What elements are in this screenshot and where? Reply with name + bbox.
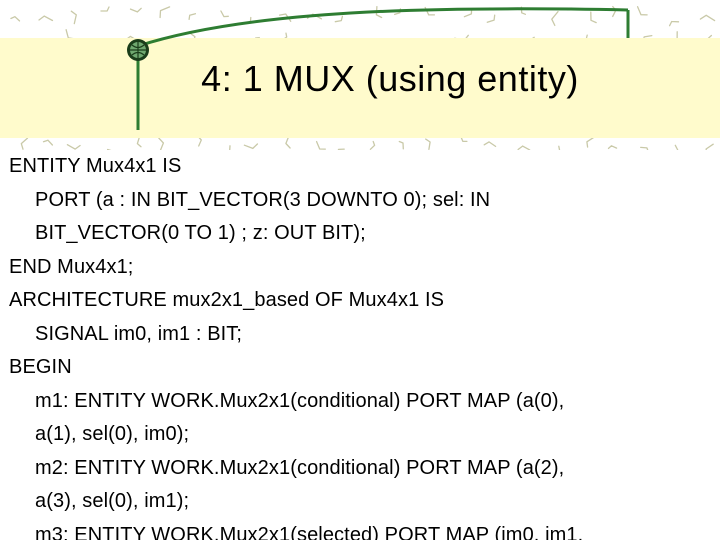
- decorative-swoosh-line: [127, 7, 630, 130]
- pattern-mark: [100, 6, 110, 12]
- pattern-mark: [38, 15, 54, 22]
- code-line: a(1), sel(0), im0);: [35, 423, 190, 445]
- pattern-mark: [20, 137, 29, 150]
- pattern-mark: [315, 140, 326, 150]
- pattern-mark: [42, 139, 54, 146]
- code-line: m2: ENTITY WORK.Mux2x1(conditional) PORT…: [35, 456, 565, 479]
- pattern-mark: [551, 10, 559, 27]
- code-line: m3: ENTITY WORK.Mux2x1(selected) PORT MA…: [35, 523, 584, 540]
- pattern-mark: [70, 10, 77, 25]
- pattern-mark: [699, 14, 716, 22]
- pattern-mark: [129, 7, 142, 13]
- pattern-mark: [486, 14, 496, 23]
- pattern-mark: [483, 141, 497, 148]
- code-body: ENTITY Mux4x1 IS PORT (a : IN BIT_VECTOR…: [0, 150, 720, 540]
- pattern-mark: [136, 136, 142, 148]
- code-line: PORT (a : IN BIT_VECTOR(3 DOWNTO 0); sel…: [35, 188, 491, 211]
- code-line: ARCHITECTURE mux2x1_based OF Mux4x1 IS: [9, 289, 445, 311]
- code-line: END Mux4x1;: [9, 255, 134, 278]
- pattern-mark: [369, 140, 376, 150]
- pattern-mark: [10, 16, 21, 22]
- pattern-mark: [668, 20, 680, 27]
- pattern-mark: [243, 143, 259, 150]
- globe-bullet-icon: [127, 39, 149, 61]
- pattern-mark: [220, 10, 229, 18]
- code-line: a(3), sel(0), im1);: [35, 490, 190, 512]
- pattern-mark: [398, 140, 404, 150]
- pattern-mark: [66, 144, 81, 150]
- pattern-mark: [159, 6, 171, 19]
- code-line: ENTITY Mux4x1 IS: [9, 155, 182, 177]
- code-line: BIT_VECTOR(0 TO 1) ; z: OUT BIT);: [35, 222, 366, 244]
- pattern-mark: [636, 6, 648, 16]
- pattern-mark: [188, 13, 197, 21]
- title-band: [0, 38, 720, 138]
- code-line: m1: ENTITY WORK.Mux2x1(conditional) PORT…: [35, 389, 565, 412]
- pattern-mark: [607, 145, 618, 150]
- pattern-mark: [517, 145, 531, 151]
- pattern-mark: [590, 11, 597, 24]
- pattern-mark: [425, 138, 431, 151]
- pattern-mark: [334, 15, 344, 23]
- code-line: BEGIN: [9, 356, 72, 378]
- code-line: SIGNAL im0, im1 : BIT;: [35, 322, 243, 345]
- pattern-mark: [586, 137, 594, 148]
- slide-title: 4: 1 MUX (using entity): [201, 58, 579, 99]
